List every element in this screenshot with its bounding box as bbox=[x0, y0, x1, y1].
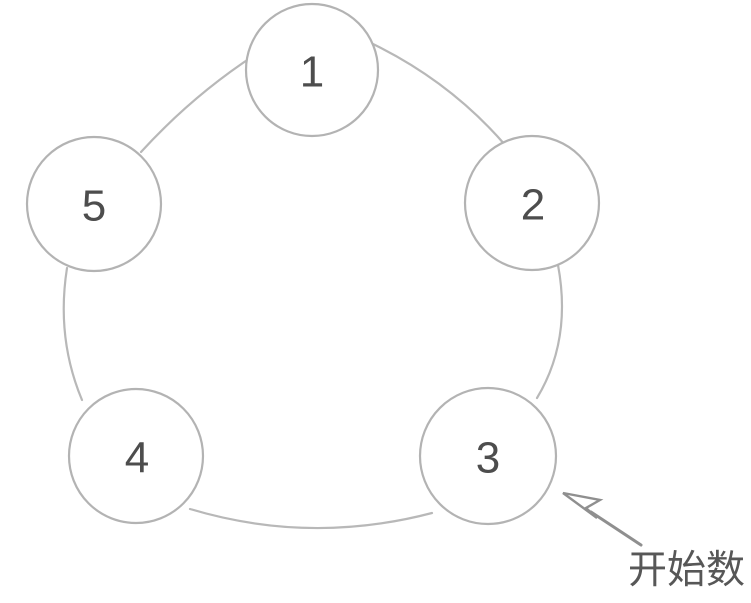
node-3-circle[interactable] bbox=[418, 386, 558, 526]
edge-node2-to-node3 bbox=[535, 263, 564, 400]
node-1[interactable]: 1 bbox=[244, 2, 380, 138]
node-2[interactable]: 2 bbox=[463, 134, 601, 272]
node-1-label: 1 bbox=[300, 48, 324, 97]
node-4[interactable]: 4 bbox=[67, 387, 205, 525]
edge-node4-to-node5 bbox=[62, 266, 84, 402]
node-3-label: 3 bbox=[476, 434, 500, 483]
node-3[interactable]: 3 bbox=[418, 386, 558, 526]
annotation-label: 开始数 bbox=[628, 548, 746, 593]
arrow-shaft bbox=[589, 510, 643, 547]
node-group: 1 2 3 4 5 bbox=[25, 2, 601, 526]
edge-node1-to-node2 bbox=[371, 42, 508, 148]
node-4-label: 4 bbox=[125, 434, 149, 483]
node-2-label: 2 bbox=[521, 181, 545, 230]
node-5[interactable]: 5 bbox=[25, 135, 163, 273]
node-5-circle[interactable] bbox=[25, 135, 163, 273]
arrow-head-icon bbox=[562, 491, 604, 519]
node-2-circle[interactable] bbox=[463, 134, 601, 272]
node-1-circle[interactable] bbox=[244, 2, 380, 138]
edge-node3-to-node4 bbox=[188, 507, 434, 530]
annotation-arrow bbox=[562, 491, 643, 547]
node-4-circle[interactable] bbox=[67, 387, 205, 525]
edge-node5-to-node1 bbox=[139, 49, 263, 154]
node-5-label: 5 bbox=[82, 182, 106, 231]
